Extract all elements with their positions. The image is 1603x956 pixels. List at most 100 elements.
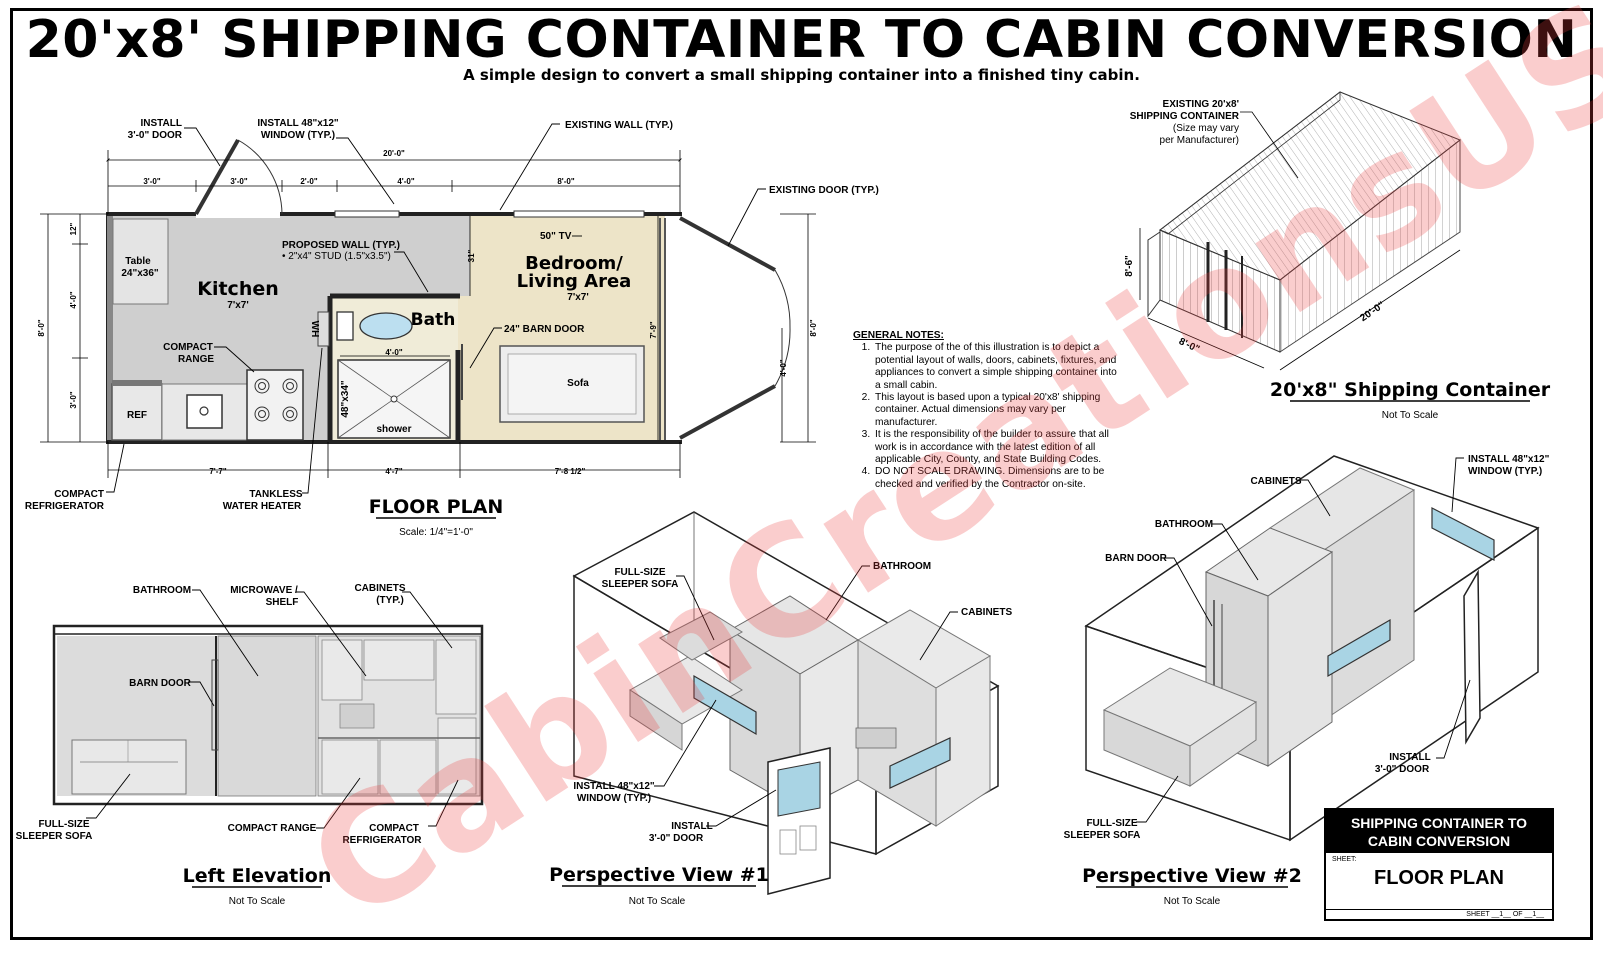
- callout-range-2: RANGE: [178, 354, 214, 365]
- elev-callout-fridge-2: REFRIGERATOR: [342, 835, 422, 846]
- callout-fridge-1: COMPACT: [54, 489, 104, 500]
- floor-plan-callouts: INSTALL 3'-0" DOOR INSTALL 48"x12" WINDO…: [25, 118, 879, 512]
- p1-callout-cabinets: CABINETS: [961, 607, 1012, 618]
- callout-range-1: COMPACT: [163, 342, 213, 353]
- elev-callout-cabinets-2: (TYP.): [376, 595, 404, 606]
- general-notes-list: The purpose of the of this illustration …: [853, 342, 1118, 491]
- callout-tv: 50" TV: [540, 231, 572, 242]
- p1-callout-door-1: INSTALL: [671, 821, 712, 832]
- elev-callout-bathroom: BATHROOM: [133, 585, 191, 596]
- left-elevation: BATHROOM MICROWAVE / SHELF CABINETS (TYP…: [16, 583, 484, 907]
- container-view-title: 20'x8" Shipping Container: [1270, 379, 1551, 401]
- dim-top-5: 8'-0": [557, 177, 574, 186]
- p1-callout-window-1: INSTALL 48"x12": [573, 781, 655, 792]
- dim-living-depth: 7'-9": [649, 321, 658, 338]
- floor-plan-leaders: [106, 123, 766, 494]
- left-elevation-scale: Not To Scale: [229, 896, 286, 907]
- container-callout-3: (Size may vary: [1173, 123, 1239, 134]
- dim-bottom-2: 4'-7": [385, 467, 402, 476]
- title-block-heading-1: SHIPPING CONTAINER TO: [1350, 815, 1528, 831]
- container-callout-2: SHIPPING CONTAINER: [1130, 111, 1240, 122]
- callout-existing-wall: EXISTING WALL (TYP.): [565, 120, 673, 131]
- dim-top-2: 3'-0": [230, 177, 247, 186]
- container-callout-4: per Manufacturer): [1160, 135, 1239, 146]
- title-block-heading: SHIPPING CONTAINER TO CABIN CONVERSION: [1326, 810, 1552, 853]
- dim-bath-depth: 31": [467, 249, 476, 262]
- callout-window-1: INSTALL 48"x12": [257, 118, 339, 129]
- elev-callout-barn-door: BARN DOOR: [129, 678, 191, 689]
- callout-existing-door: EXISTING DOOR (TYP.): [769, 185, 879, 196]
- title-block-sheet-title: FLOOR PLAN: [1374, 867, 1504, 889]
- table-label-2: 24"x36": [121, 268, 159, 279]
- elev-callout-range: COMPACT RANGE: [228, 823, 317, 834]
- p1-callout-window-2: WINDOW (TYP.): [577, 793, 651, 804]
- p2-callout-door-1: INSTALL: [1389, 752, 1430, 763]
- dimension-lines: [40, 150, 816, 478]
- room-label-bedroom-1: Bedroom/: [525, 253, 623, 274]
- room-label-bedroom-2: Living Area: [517, 271, 632, 292]
- left-elevation-title: Left Elevation: [183, 865, 332, 887]
- dim-top-4: 4'-0": [397, 177, 414, 186]
- container-dim-length: 20'-0": [1358, 300, 1387, 324]
- window: [513, 210, 645, 218]
- p2-callout-barn-door: BARN DOOR: [1105, 553, 1167, 564]
- shower-size-label: 48"x34": [340, 380, 351, 418]
- elev-callout-microwave-2: SHELF: [266, 597, 299, 608]
- table-label-1: Table: [125, 256, 151, 267]
- note-item: It is the responsibility of the builder …: [873, 429, 1118, 466]
- callout-install-door-1: INSTALL: [141, 118, 182, 129]
- p1-callout-bathroom: BATHROOM: [873, 561, 931, 572]
- dim-top-3: 2'-0": [300, 177, 317, 186]
- perspective-view-1: FULL-SIZE SLEEPER SOFA BATHROOM CABINETS…: [549, 511, 1012, 907]
- elev-callout-cabinets-1: CABINETS: [354, 583, 405, 594]
- dim-left-3: 3'-0": [69, 391, 78, 408]
- p2-callout-bathroom: BATHROOM: [1155, 519, 1213, 530]
- p2-callout-window-1: INSTALL 48"x12": [1468, 454, 1550, 465]
- p2-callout-sofa-1: FULL-SIZE: [1086, 818, 1137, 829]
- dim-left-overall: 8'-0": [37, 319, 46, 336]
- general-notes: GENERAL NOTES: The purpose of the of thi…: [853, 330, 1118, 491]
- elev-callout-sofa-1: FULL-SIZE: [38, 819, 89, 830]
- shower-label: shower: [376, 424, 411, 435]
- perspective2-scale: Not To Scale: [1164, 896, 1221, 907]
- room-size-kitchen: 7'x7': [227, 300, 248, 311]
- callout-install-door-2: 3'-0" DOOR: [128, 130, 183, 141]
- callout-proposed-wall-2: • 2"x4" STUD (1.5"x3.5"): [282, 251, 391, 262]
- drawing-sheet-border: [10, 8, 1593, 940]
- perspective2-title: Perspective View #2: [1082, 865, 1302, 887]
- dim-bottom-1: 7'-7": [209, 467, 226, 476]
- floor-plan: 20'-0" 3'-0" 3'-0" 2'-0" 4'-0" 8'-0" 7'-…: [25, 118, 879, 538]
- toilet: [336, 311, 354, 341]
- sofa-label: Sofa: [567, 378, 589, 389]
- elev-callout-fridge-1: COMPACT: [369, 823, 419, 834]
- dim-top-1: 3'-0": [143, 177, 160, 186]
- callout-window-2: WINDOW (TYP.): [261, 130, 335, 141]
- p1-callout-door-2: 3'-0" DOOR: [649, 833, 704, 844]
- dim-right-overall: 8'-0": [809, 319, 818, 336]
- title-block-sheet-label: SHEET:: [1332, 856, 1357, 863]
- note-item: The purpose of the of this illustration …: [873, 342, 1118, 392]
- drawing-title: 20'x8' SHIPPING CONTAINER TO CABIN CONVE…: [25, 10, 1578, 70]
- title-block-sheet-number: SHEET __1__ OF __1__: [1326, 909, 1552, 919]
- general-notes-heading: GENERAL NOTES:: [853, 330, 944, 341]
- container-view-scale: Not To Scale: [1382, 410, 1439, 421]
- window: [334, 210, 400, 218]
- water-heater-label: WH: [309, 321, 320, 338]
- p2-callout-sofa-2: SLEEPER SOFA: [1064, 830, 1141, 841]
- title-block: SHIPPING CONTAINER TO CABIN CONVERSION S…: [1324, 808, 1554, 921]
- existing-door-leaf: [679, 216, 776, 272]
- p2-callout-door-2: 3'-0" DOOR: [1375, 764, 1430, 775]
- dim-left-1: 12": [69, 222, 78, 235]
- sink: [186, 394, 223, 429]
- elev-callout-microwave-1: MICROWAVE /: [230, 585, 298, 596]
- p1-callout-sofa-1: FULL-SIZE: [614, 567, 665, 578]
- drawing-subtitle: A simple design to convert a small shipp…: [463, 66, 1140, 84]
- table: [112, 218, 169, 305]
- water-heater: [317, 311, 330, 347]
- perspective-view-2: CABINETS INSTALL 48"x12" WINDOW (TYP.) B…: [1064, 454, 1550, 907]
- perspective1-scale: Not To Scale: [629, 896, 686, 907]
- dimension-text: 20'-0" 3'-0" 3'-0" 2'-0" 4'-0" 8'-0" 7'-…: [37, 149, 818, 476]
- room-label-kitchen: Kitchen: [197, 278, 279, 300]
- callout-proposed-wall-1: PROPOSED WALL (TYP.): [282, 240, 400, 251]
